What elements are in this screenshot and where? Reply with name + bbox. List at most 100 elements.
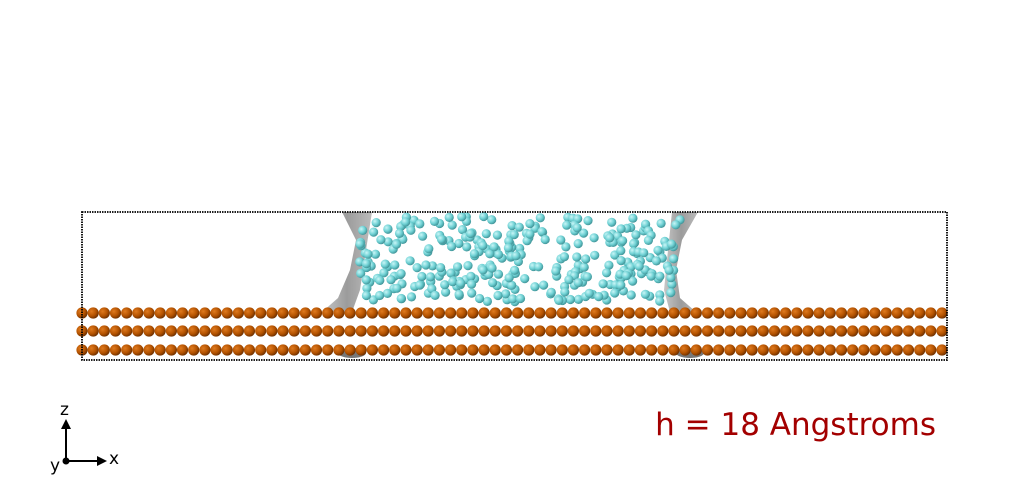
substrate-atom xyxy=(176,307,189,319)
liquid-atom xyxy=(487,263,497,273)
liquid-atom xyxy=(573,278,583,288)
substrate-atom xyxy=(366,325,378,337)
liquid-atom xyxy=(383,237,393,247)
substrate-atom xyxy=(422,344,434,356)
substrate-atom xyxy=(299,344,311,356)
liquid-atom xyxy=(415,219,425,229)
liquid-atom xyxy=(447,220,457,230)
substrate-atom xyxy=(255,307,267,319)
substrate-atom xyxy=(344,344,356,356)
substrate-atom xyxy=(847,307,859,319)
liquid-atom xyxy=(590,250,600,260)
substrate-atom xyxy=(355,325,367,337)
substrate-atom xyxy=(109,344,122,356)
height-caption: h = 18 Angstroms xyxy=(655,407,936,443)
substrate-atom xyxy=(757,344,769,356)
liquid-atom xyxy=(584,288,594,298)
substrate-atom xyxy=(76,325,88,337)
substrate-atom xyxy=(679,344,691,356)
liquid-droplet xyxy=(355,211,685,307)
substrate-atom xyxy=(657,344,669,356)
substrate-atom xyxy=(221,344,233,356)
substrate-atom xyxy=(266,307,278,319)
liquid-atom xyxy=(456,278,466,288)
substrate-atom xyxy=(445,344,457,356)
substrate-atom xyxy=(724,344,736,356)
y-axis-origin-dot xyxy=(62,457,70,465)
liquid-atom xyxy=(565,294,576,305)
substrate-atom xyxy=(109,307,122,319)
substrate-atom xyxy=(366,307,378,319)
liquid-atom xyxy=(653,245,663,255)
substrate-atom xyxy=(590,325,602,337)
liquid-atom xyxy=(489,242,499,252)
liquid-atom xyxy=(525,219,535,229)
liquid-atom xyxy=(436,263,446,273)
substrate-atom xyxy=(489,307,501,319)
substrate-atom xyxy=(634,307,647,319)
substrate-atom xyxy=(333,307,345,319)
substrate-atom xyxy=(768,325,781,337)
x-axis-label: x xyxy=(109,449,120,469)
substrate-atom xyxy=(545,307,557,319)
substrate-atom xyxy=(277,325,289,337)
substrate-atom xyxy=(98,325,110,337)
substrate-atom xyxy=(400,344,412,356)
substrate-atom xyxy=(780,344,792,356)
substrate-atom xyxy=(612,344,624,356)
substrate-atom xyxy=(288,325,300,337)
substrate-atom xyxy=(646,325,658,337)
substrate-atom xyxy=(623,307,635,319)
substrate-atom xyxy=(232,307,244,319)
liquid-atom xyxy=(380,259,390,269)
liquid-atom xyxy=(618,236,628,246)
substrate-atom xyxy=(288,344,300,356)
substrate-atom xyxy=(143,325,155,337)
liquid-atom xyxy=(421,260,431,270)
substrate-atom xyxy=(579,344,591,356)
liquid-atom xyxy=(453,262,463,272)
substrate-atom xyxy=(925,344,937,356)
liquid-atom xyxy=(530,282,540,292)
substrate-atom xyxy=(869,344,881,356)
liquid-atom xyxy=(447,241,457,252)
substrate-atom xyxy=(132,307,144,319)
substrate-atom xyxy=(768,307,781,319)
liquid-atom xyxy=(485,249,495,259)
liquid-atom xyxy=(507,280,517,290)
liquid-atom xyxy=(509,265,520,275)
substrate-atom xyxy=(746,325,758,337)
substrate-atom xyxy=(143,307,155,319)
substrate-atom xyxy=(87,344,99,356)
liquid-atom xyxy=(417,271,427,282)
liquid-atom xyxy=(562,220,572,230)
substrate-atom xyxy=(255,344,267,356)
substrate-atom xyxy=(221,325,233,337)
liquid-atom xyxy=(412,263,422,273)
liquid-atom xyxy=(487,215,497,225)
x-axis-arrowhead xyxy=(97,456,107,466)
substrate-atom xyxy=(523,307,535,319)
substrate-atom xyxy=(902,325,915,337)
substrate-atom xyxy=(735,325,747,337)
substrate-atom xyxy=(322,344,334,356)
substrate-atom xyxy=(813,325,825,337)
substrate-atom xyxy=(802,307,814,319)
substrate-atom xyxy=(433,344,445,356)
liquid-atom xyxy=(361,275,371,285)
liquid-atom xyxy=(551,266,561,276)
substrate-atom xyxy=(690,344,702,356)
liquid-atom xyxy=(581,254,591,264)
substrate-atom xyxy=(344,307,356,319)
liquid-atom xyxy=(440,280,450,290)
substrate-atom xyxy=(378,307,390,319)
substrate-atom xyxy=(389,307,401,319)
liquid-atom xyxy=(361,290,371,301)
substrate-atom xyxy=(880,307,892,319)
substrate-atom xyxy=(355,307,367,319)
substrate-atom xyxy=(634,344,647,356)
liquid-atom xyxy=(418,231,428,241)
liquid-atom xyxy=(390,260,400,270)
substrate-atom xyxy=(445,325,457,337)
liquid-atom xyxy=(469,249,479,259)
